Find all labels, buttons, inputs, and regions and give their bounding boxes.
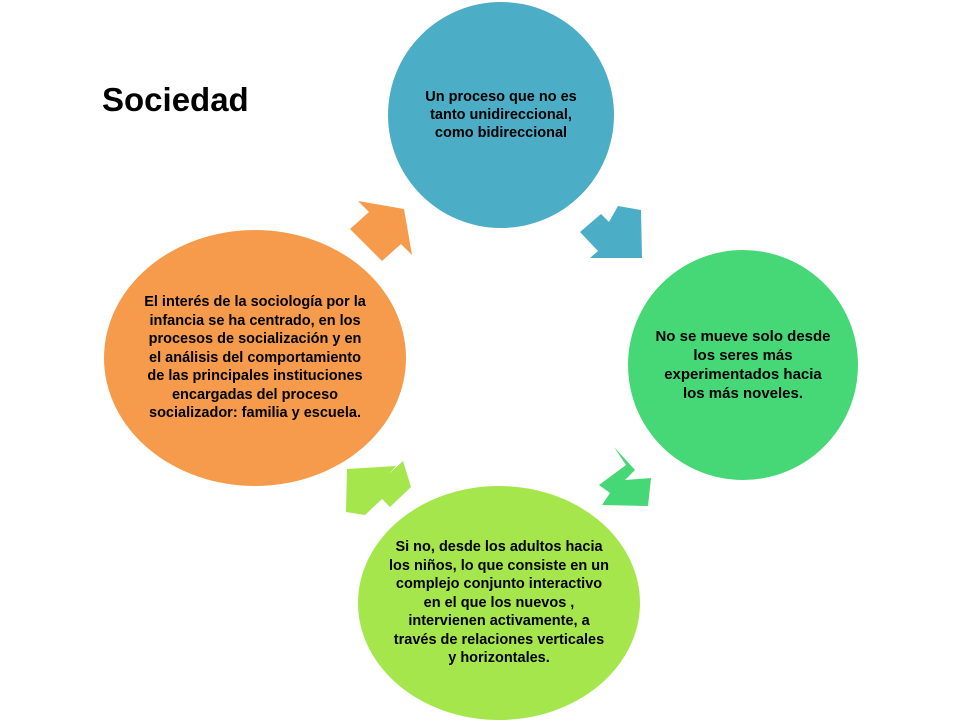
node-bottom-text: Si no, desde los adultos hacia los niños… [389,539,609,667]
cycle-node-left: El interés de la sociología por la infan… [104,230,406,486]
cycle-node-top: Un proceso que no es tanto unidirecciona… [388,2,614,228]
node-left-text: El interés de la sociología por la infan… [144,294,366,422]
arrow-bottom-to-left [346,461,411,515]
node-right-text: No se mueve solo desde los seres más exp… [655,328,831,402]
cycle-node-bottom: Si no, desde los adultos hacia los niños… [358,486,640,720]
diagram-title: Sociedad [102,81,249,118]
arrow-right-to-bottom [599,447,651,506]
cycle-node-right: No se mueve solo desde los seres más exp… [628,250,858,480]
arrow-top-to-right [580,206,642,258]
node-top-text: Un proceso que no es tanto unidirecciona… [425,89,577,141]
arrow-left-to-top [350,201,412,261]
